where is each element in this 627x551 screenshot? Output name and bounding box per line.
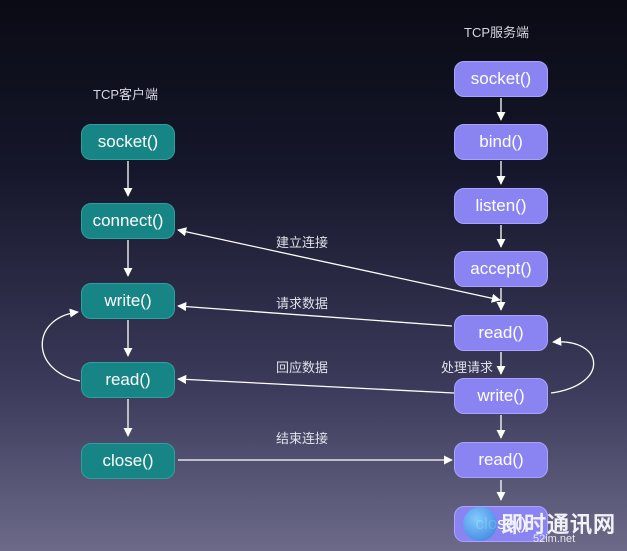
server-step-write: write() bbox=[454, 378, 548, 414]
server-step-read: read() bbox=[454, 315, 548, 351]
process-label: 处理请求 bbox=[441, 360, 494, 375]
connect-arrow bbox=[177, 227, 501, 303]
server-step-accept: accept() bbox=[454, 251, 548, 287]
server-step-socket: socket() bbox=[454, 61, 548, 97]
watermark-url: 52im.net bbox=[533, 533, 576, 545]
server-step-read-2: read() bbox=[454, 442, 548, 478]
request-label: 请求数据 bbox=[276, 296, 329, 311]
client-step-write: write() bbox=[81, 283, 175, 319]
watermark: 即时通讯网 52im.net bbox=[463, 505, 623, 549]
client-loop-arrow bbox=[41, 308, 81, 382]
server-title: TCP服务端 bbox=[464, 25, 530, 40]
server-step-listen: listen() bbox=[454, 188, 548, 224]
server-step-bind: bind() bbox=[454, 124, 548, 160]
response-label: 回应数据 bbox=[276, 360, 329, 375]
watermark-logo-icon bbox=[463, 507, 497, 541]
close-label: 结束连接 bbox=[276, 431, 329, 446]
server-loop-arrow bbox=[550, 336, 595, 394]
connect-label: 建立连接 bbox=[276, 235, 329, 250]
client-step-socket: socket() bbox=[81, 124, 175, 160]
request-arrow bbox=[177, 302, 453, 327]
response-arrow bbox=[177, 374, 455, 394]
client-step-close: close() bbox=[81, 443, 175, 479]
client-step-connect: connect() bbox=[81, 203, 175, 239]
watermark-text: 即时通讯网 bbox=[501, 512, 617, 537]
client-title: TCP客户端 bbox=[93, 87, 159, 102]
client-step-read: read() bbox=[81, 362, 175, 398]
